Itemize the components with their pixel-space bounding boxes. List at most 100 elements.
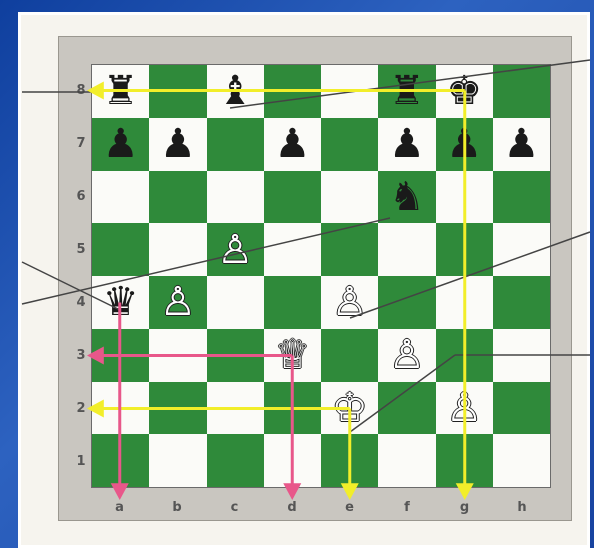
black-king-g8: ♚ (436, 65, 493, 118)
square-c3 (207, 329, 264, 382)
black-bishop-c8: ♝ (207, 65, 264, 118)
square-a2 (92, 382, 149, 435)
white-pawn-g2: ♙ (436, 382, 493, 435)
square-g6 (436, 171, 493, 224)
square-e6 (321, 171, 378, 224)
square-c8: ♝ (207, 65, 264, 118)
square-d3: ♕ (264, 329, 321, 382)
white-pawn-c5: ♙ (207, 223, 264, 276)
square-f4 (378, 276, 435, 329)
square-d1 (264, 434, 321, 487)
rank-label-1: 1 (74, 454, 88, 469)
square-c4 (207, 276, 264, 329)
square-d5 (264, 223, 321, 276)
black-rook-f8: ♜ (378, 65, 435, 118)
square-d2 (264, 382, 321, 435)
square-f3: ♙ (378, 329, 435, 382)
square-g1 (436, 434, 493, 487)
square-a6 (92, 171, 149, 224)
square-e1 (321, 434, 378, 487)
square-e5 (321, 223, 378, 276)
square-h6 (493, 171, 550, 224)
black-pawn-f7: ♟ (378, 118, 435, 171)
square-b6 (149, 171, 206, 224)
square-a1 (92, 434, 149, 487)
square-a7: ♟ (92, 118, 149, 171)
square-f2 (378, 382, 435, 435)
square-a3 (92, 329, 149, 382)
black-pawn-g7: ♟ (436, 118, 493, 171)
square-a4: ♛ (92, 276, 149, 329)
square-c7 (207, 118, 264, 171)
rank-label-3: 3 (74, 348, 88, 363)
square-b7: ♟ (149, 118, 206, 171)
white-pawn-f3: ♙ (378, 329, 435, 382)
square-b8 (149, 65, 206, 118)
square-c2 (207, 382, 264, 435)
file-label-d: d (264, 500, 321, 515)
black-pawn-b7: ♟ (149, 118, 206, 171)
square-e7 (321, 118, 378, 171)
square-h1 (493, 434, 550, 487)
black-pawn-d7: ♟ (264, 118, 321, 171)
square-g7: ♟ (436, 118, 493, 171)
square-e2: ♔ (321, 382, 378, 435)
white-queen-d3: ♕ (264, 329, 321, 382)
square-f8: ♜ (378, 65, 435, 118)
square-c1 (207, 434, 264, 487)
white-king-e2: ♔ (321, 382, 378, 435)
file-label-b: b (149, 500, 206, 515)
square-e3 (321, 329, 378, 382)
square-c6 (207, 171, 264, 224)
file-label-e: e (321, 500, 378, 515)
black-rook-a8: ♜ (92, 65, 149, 118)
square-d6 (264, 171, 321, 224)
black-pawn-a7: ♟ (92, 118, 149, 171)
square-g4 (436, 276, 493, 329)
square-b1 (149, 434, 206, 487)
white-pawn-b4: ♙ (149, 276, 206, 329)
rank-label-4: 4 (74, 295, 88, 310)
rank-label-2: 2 (74, 401, 88, 416)
square-d8 (264, 65, 321, 118)
black-queen-a4: ♛ (92, 276, 149, 329)
square-b4: ♙ (149, 276, 206, 329)
chess-board: ♜♝♜♚♟♟♟♟♟♟♞♙♛♙♙♕♙♔♙ (91, 64, 551, 488)
file-label-f: f (379, 500, 436, 515)
square-h2 (493, 382, 550, 435)
rank-label-6: 6 (74, 189, 88, 204)
file-label-h: h (494, 500, 551, 515)
white-pawn-e4: ♙ (321, 276, 378, 329)
square-f6: ♞ (378, 171, 435, 224)
square-g3 (436, 329, 493, 382)
rank-label-8: 8 (74, 83, 88, 98)
square-a8: ♜ (92, 65, 149, 118)
square-f5 (378, 223, 435, 276)
square-a5 (92, 223, 149, 276)
square-f1 (378, 434, 435, 487)
square-d7: ♟ (264, 118, 321, 171)
square-h8 (493, 65, 550, 118)
square-g5 (436, 223, 493, 276)
square-f7: ♟ (378, 118, 435, 171)
square-e4: ♙ (321, 276, 378, 329)
file-label-a: a (91, 500, 148, 515)
file-label-g: g (436, 500, 493, 515)
file-label-c: c (206, 500, 263, 515)
square-g2: ♙ (436, 382, 493, 435)
square-d4 (264, 276, 321, 329)
square-g8: ♚ (436, 65, 493, 118)
square-h7: ♟ (493, 118, 550, 171)
square-b2 (149, 382, 206, 435)
black-pawn-h7: ♟ (493, 118, 550, 171)
square-h4 (493, 276, 550, 329)
square-h5 (493, 223, 550, 276)
black-knight-f6: ♞ (378, 171, 435, 224)
square-h3 (493, 329, 550, 382)
square-c5: ♙ (207, 223, 264, 276)
square-e8 (321, 65, 378, 118)
rank-label-7: 7 (74, 136, 88, 151)
rank-label-5: 5 (74, 242, 88, 257)
square-b5 (149, 223, 206, 276)
square-b3 (149, 329, 206, 382)
